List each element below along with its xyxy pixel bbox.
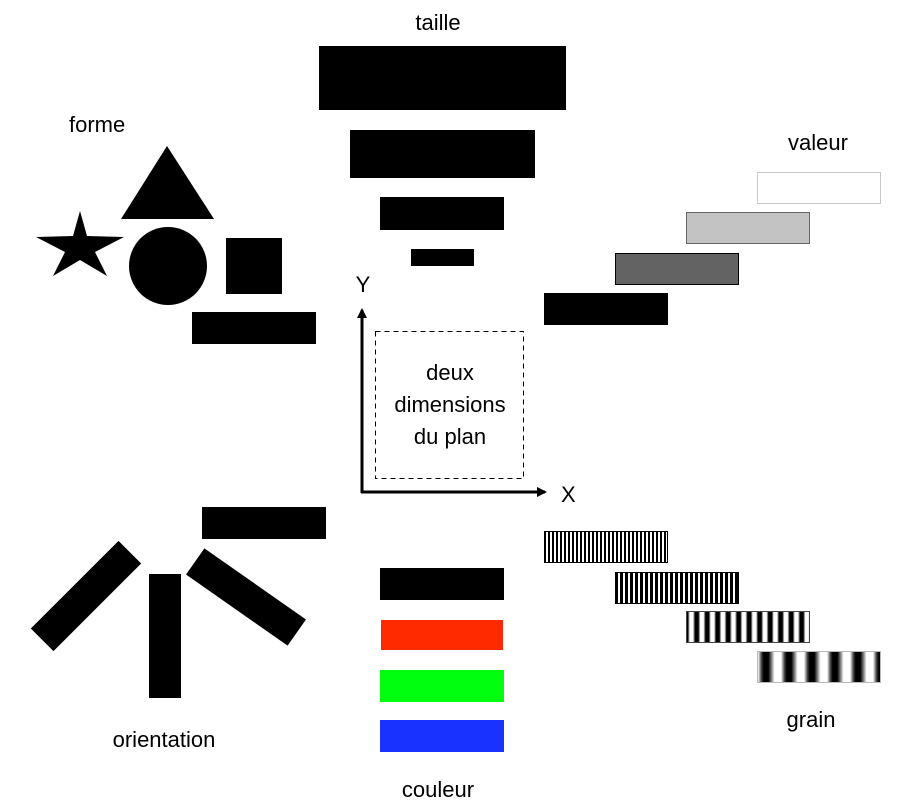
taille-bar-large — [319, 46, 566, 110]
forme-label: forme — [69, 112, 125, 137]
taille-bar-medium — [350, 130, 535, 178]
plane-text-line-1: deux — [426, 360, 474, 385]
x-axis-label: X — [561, 482, 576, 507]
orientation-group: orientation — [30, 507, 326, 752]
grain-bar-coarse — [757, 651, 881, 683]
couleur-bar-green — [380, 670, 504, 702]
valeur-group: valeur — [544, 130, 881, 325]
grain-group: grain — [544, 531, 881, 732]
orientation-bar-horizontal — [202, 507, 326, 539]
forme-triangle — [121, 146, 214, 219]
grain-label: grain — [787, 707, 836, 732]
plane-group: Y X deux dimensions du plan — [356, 272, 576, 507]
forme-circle — [129, 227, 207, 305]
orientation-bar-diagonal-right — [186, 548, 306, 646]
orientation-bar-diagonal-left — [30, 540, 142, 652]
couleur-bar-blue — [380, 720, 504, 752]
grain-bar-fine — [615, 572, 739, 604]
grain-bar-medium — [686, 611, 810, 643]
orientation-bar-vertical — [149, 574, 181, 698]
forme-rectangle — [192, 312, 316, 344]
forme-star — [36, 211, 124, 276]
taille-bar-small — [380, 197, 504, 230]
plane-text-line-3: du plan — [414, 424, 486, 449]
couleur-label: couleur — [402, 777, 474, 802]
valeur-bar-white — [757, 172, 881, 204]
forme-square — [226, 238, 282, 294]
couleur-bar-black — [380, 568, 504, 600]
taille-bar-smallest — [411, 249, 474, 266]
valeur-bar-dark-gray — [615, 253, 739, 285]
grain-bar-finest — [544, 531, 668, 563]
valeur-bar-black — [544, 293, 668, 325]
plane-text-line-2: dimensions — [394, 392, 505, 417]
couleur-group: couleur — [380, 568, 504, 802]
y-axis-label: Y — [356, 272, 371, 297]
valeur-bar-light-gray — [686, 212, 810, 244]
taille-label: taille — [415, 10, 460, 35]
orientation-label: orientation — [113, 727, 216, 752]
plane-dashed-box — [375, 331, 524, 479]
valeur-label: valeur — [788, 130, 848, 155]
couleur-bar-red — [381, 620, 503, 650]
forme-group: forme — [36, 112, 316, 344]
taille-group: taille — [319, 10, 566, 266]
